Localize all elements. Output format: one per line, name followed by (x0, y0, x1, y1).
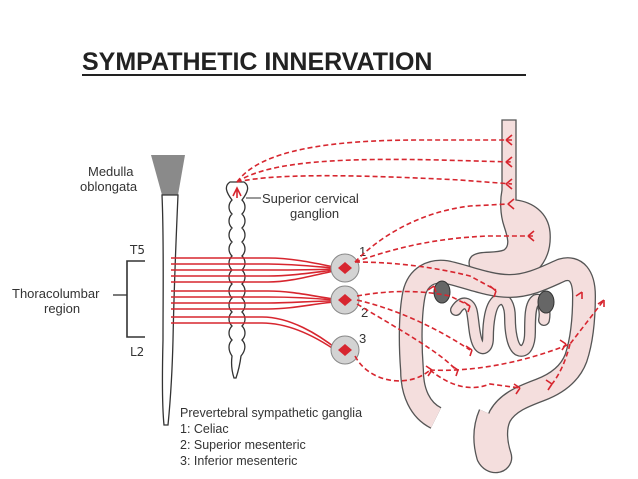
ganglion-3-number: 3 (359, 331, 366, 346)
medulla-label-line1: Medulla (88, 164, 134, 179)
level-l2: L2 (130, 345, 144, 359)
thoracolumbar-label-line2: region (44, 301, 80, 316)
scg-label-line1: Superior cervical (262, 191, 359, 206)
legend-item-3: 3: Inferior mesenteric (180, 454, 297, 468)
sympathetic-chain (225, 181, 249, 379)
large-intestine-lumen (399, 258, 595, 472)
ganglion-1-cell (338, 262, 352, 274)
digestive-tract (398, 119, 596, 474)
medulla-oblongata (151, 155, 185, 195)
sympathetic-chain-outline (225, 181, 249, 379)
preganglionic-fibers (171, 257, 339, 353)
legend-item-1: 1: Celiac (180, 422, 229, 436)
page-title: SYMPATHETIC INNERVATION (82, 48, 432, 76)
small-intestine-lumen (451, 294, 550, 356)
ganglion-1-number: 1 (359, 244, 366, 259)
legend-heading: Prevertebral sympathetic ganglia (180, 406, 362, 420)
spinal-cord-body (161, 194, 179, 426)
legend: Prevertebral sympathetic ganglia 1: Celi… (180, 406, 362, 468)
level-t5: T5 (129, 243, 145, 257)
postganglionic-fibers (236, 139, 605, 389)
thoracolumbar-bracket (126, 260, 145, 338)
stomach (468, 119, 551, 283)
colon-cut-left (433, 280, 451, 304)
ganglion-superior-mesenteric: 2 (330, 285, 368, 320)
medulla-label-line2: oblongata (80, 179, 138, 194)
ganglion-2-number: 2 (361, 305, 368, 320)
ganglion-celiac: 1 (330, 244, 366, 283)
superior-cervical-ganglion-terminal (232, 186, 242, 198)
colon-cut-right (537, 290, 555, 314)
nerve-terminals (425, 134, 605, 395)
legend-item-2: 2: Superior mesenteric (180, 438, 306, 452)
spinal-cord (151, 155, 185, 426)
ganglion-inferior-mesenteric: 3 (330, 331, 366, 365)
thoracolumbar-label-line1: Thoracolumbar (12, 286, 100, 301)
ganglion-2-cell (338, 294, 352, 306)
ganglion-3-cell (338, 344, 352, 356)
scg-label-line2: ganglion (290, 206, 339, 221)
